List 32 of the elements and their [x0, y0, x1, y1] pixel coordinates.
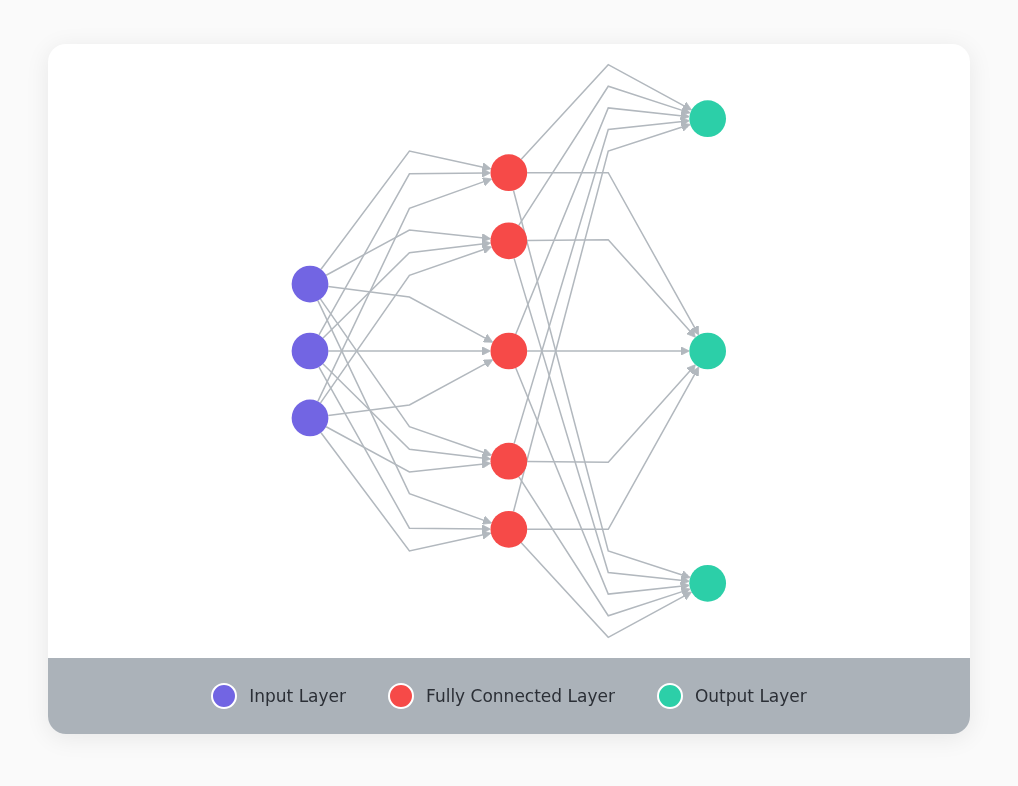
arrow	[320, 431, 492, 552]
arrow	[513, 116, 690, 445]
arrow	[317, 177, 493, 403]
legend-label: Output Layer	[694, 686, 807, 706]
arrow	[515, 367, 690, 595]
arrow	[318, 168, 492, 336]
arrow	[518, 475, 691, 617]
arrow	[526, 366, 700, 531]
arrow	[325, 426, 492, 473]
arrow	[520, 542, 693, 639]
arrow	[319, 298, 493, 457]
arrow	[515, 107, 690, 335]
arrow	[526, 364, 696, 464]
legend-label: Fully Connected Layer	[426, 686, 615, 706]
arrow	[327, 285, 494, 343]
arrow	[322, 239, 492, 339]
arrow	[322, 363, 492, 463]
arrow	[327, 359, 494, 417]
arrow	[318, 366, 492, 534]
arrow	[518, 85, 691, 227]
arrow	[319, 245, 493, 404]
arrow	[317, 299, 493, 525]
legend-label: Input Layer	[249, 686, 347, 706]
arrow	[520, 63, 693, 160]
arrow	[526, 171, 700, 336]
arrow	[325, 229, 492, 276]
arrow	[526, 346, 690, 356]
arrow	[513, 257, 690, 586]
arrow	[526, 238, 696, 338]
arrow	[320, 150, 492, 271]
arrow	[512, 122, 691, 513]
arrow	[512, 189, 691, 580]
